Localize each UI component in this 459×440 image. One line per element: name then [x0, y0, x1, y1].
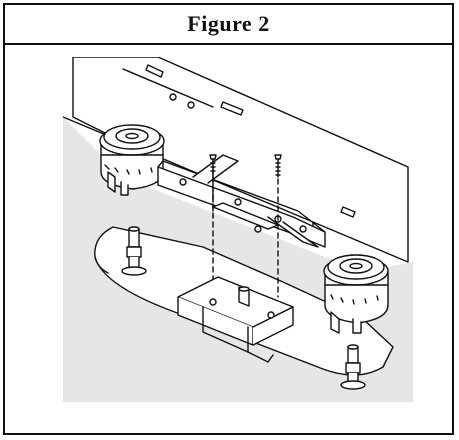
- right-burner: [323, 254, 389, 334]
- burner-assembly-illustration: [63, 57, 413, 407]
- figure-title: Figure 2: [187, 11, 270, 36]
- burner-bracket: [157, 154, 326, 248]
- figure-header: Figure 2: [5, 5, 452, 45]
- right-orifice-fitting: [340, 344, 366, 390]
- left-burner: [99, 124, 165, 196]
- u-bracket: [177, 276, 294, 363]
- cooktop-panel: [72, 57, 409, 263]
- figure-frame: Figure 2: [3, 3, 454, 435]
- left-orifice-fitting: [121, 226, 147, 276]
